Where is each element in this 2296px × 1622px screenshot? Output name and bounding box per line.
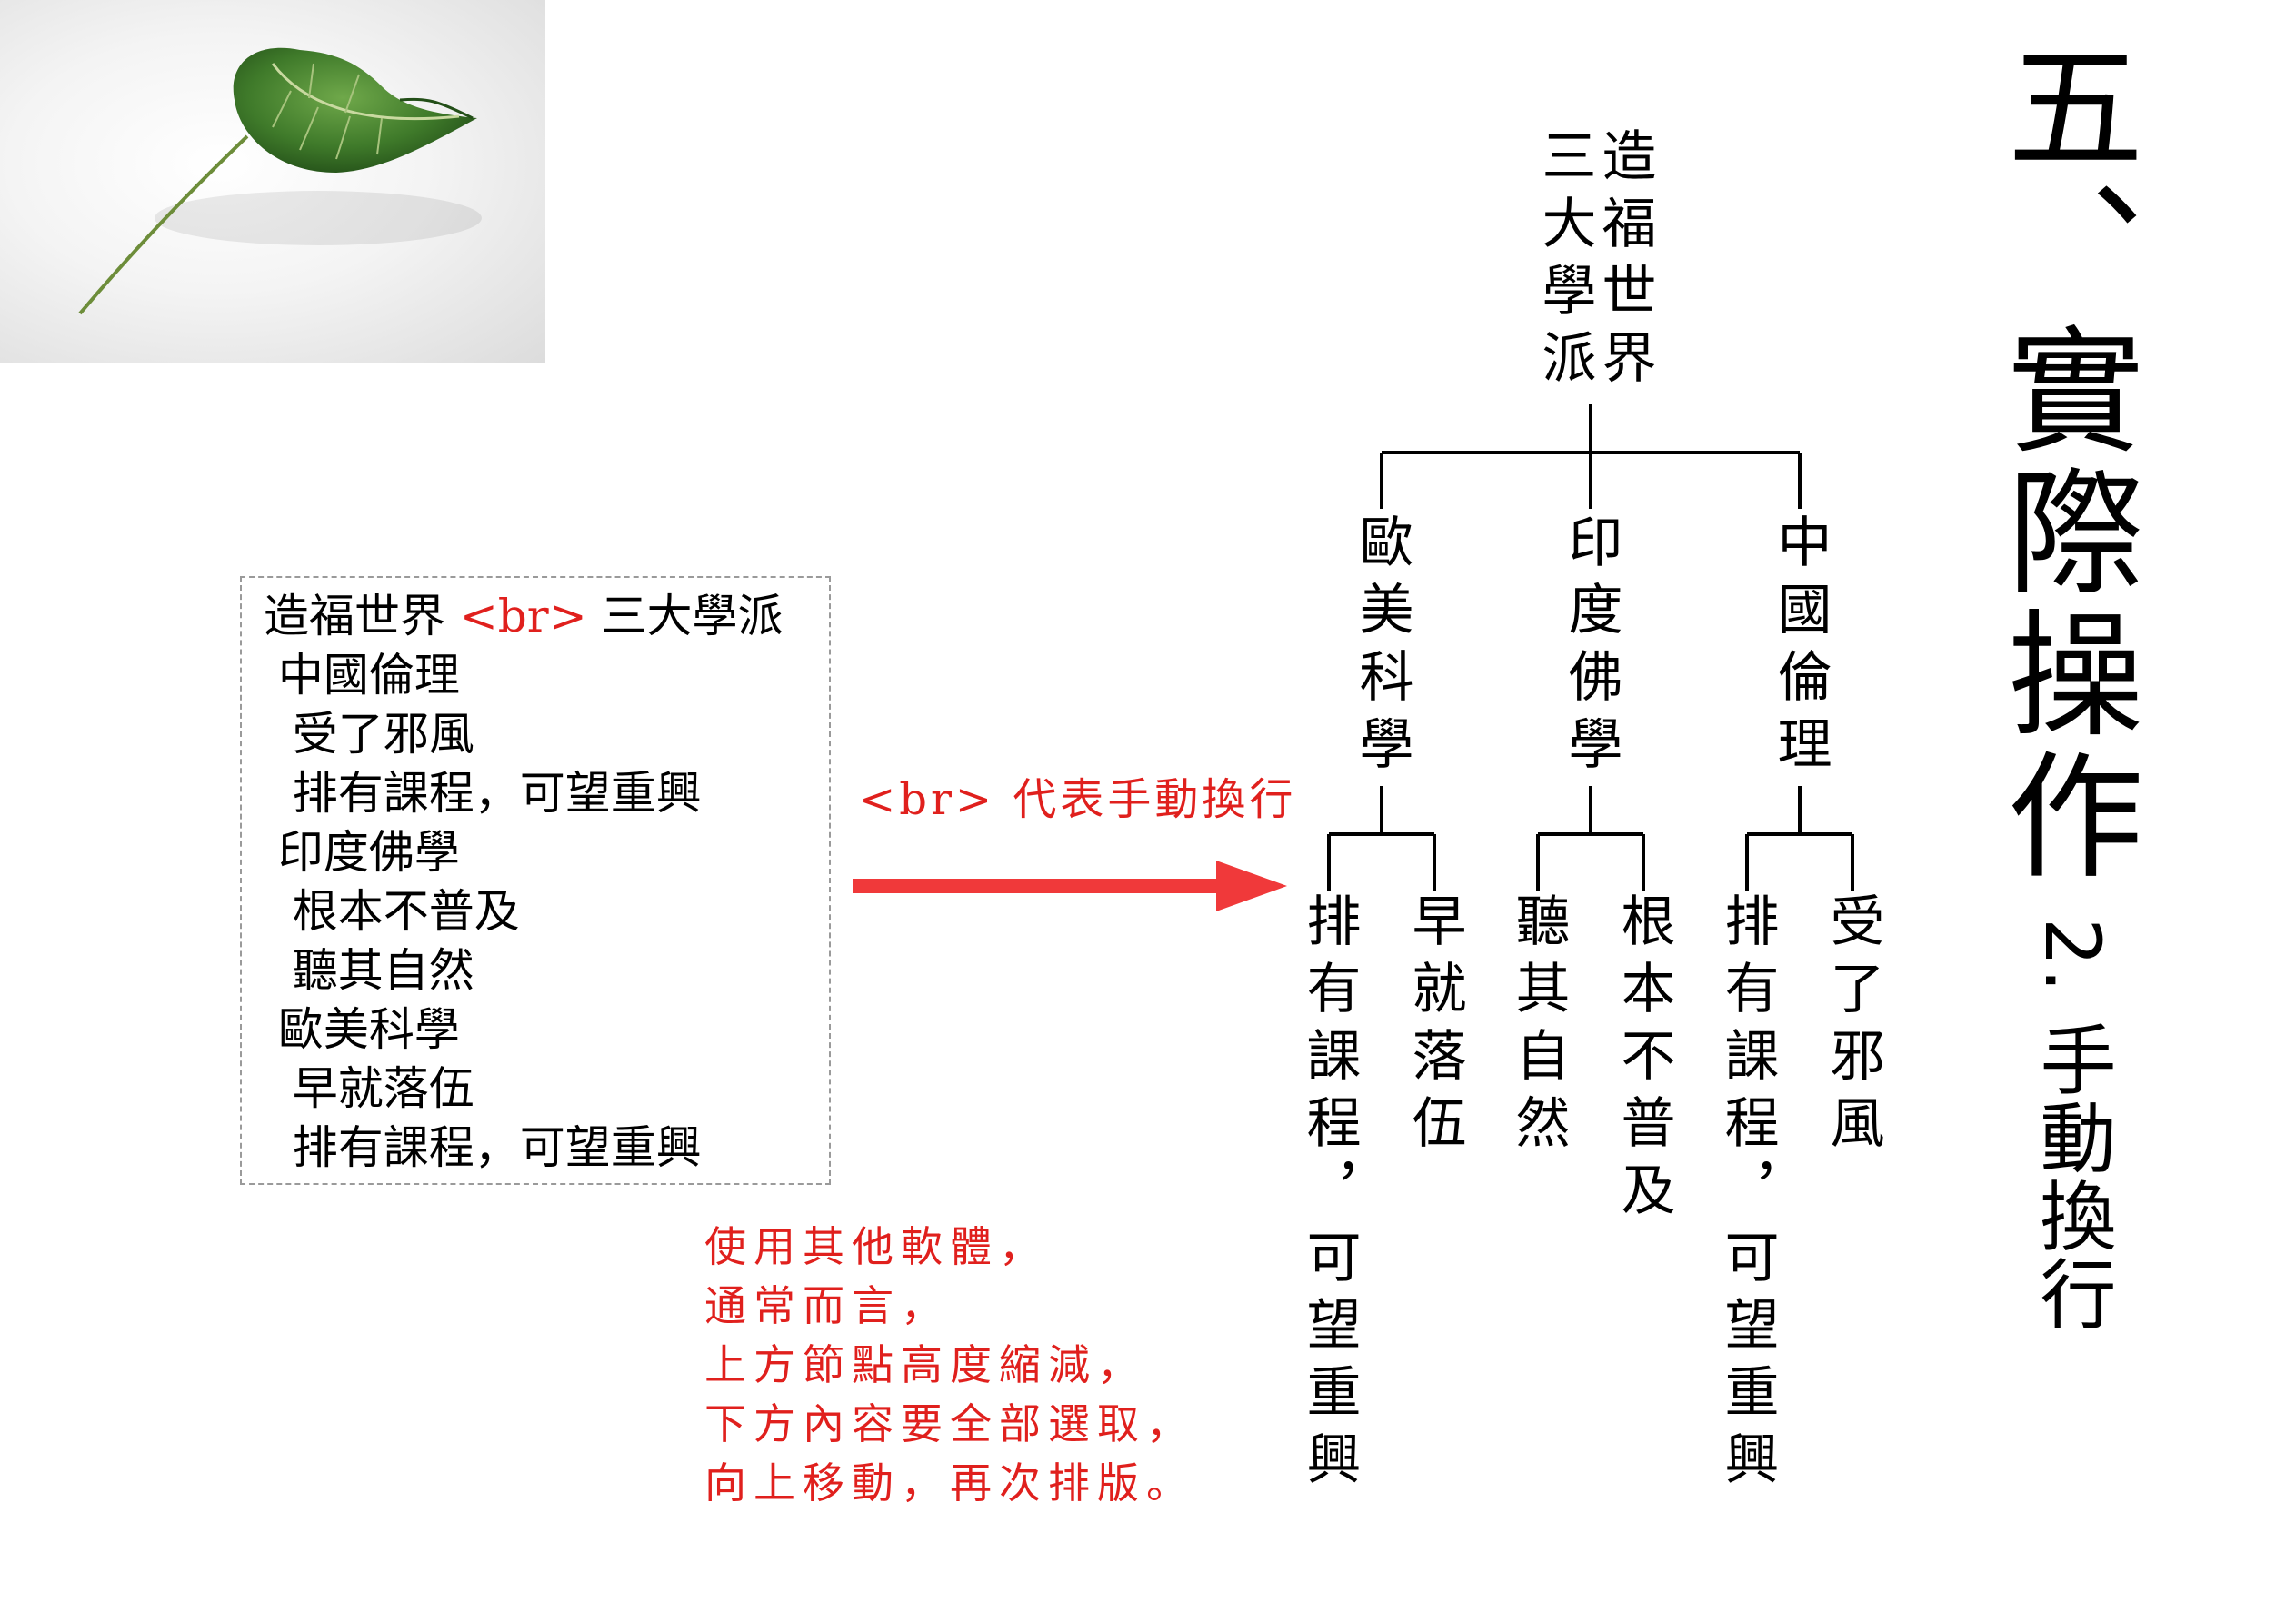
outline-line: 排有課程，可望重興 <box>292 1121 702 1174</box>
leaf-node: 排有課程，可望重興 <box>1715 892 1779 1498</box>
right-arrow-icon <box>853 861 1287 911</box>
br-tag: <br> <box>459 590 587 642</box>
note-line: 使用其他軟體， <box>704 1222 1048 1271</box>
outline-line: 中國倫理 <box>277 649 460 702</box>
leaf-node: 受了邪風 <box>1821 892 1884 1161</box>
outline-line: 歐美科學 <box>277 1003 460 1056</box>
branch-node-western-science: 歐美科學 <box>1350 513 1413 782</box>
tree-diagram: 造福世界三大學派 歐美科學 印度佛學 中國倫理 早就落伍 排有課程，可望重興 根… <box>1273 109 1927 1527</box>
leaf-node: 根本不普及 <box>1612 892 1675 1229</box>
leaf-image <box>0 0 545 363</box>
tree-root-node: 造福世界三大學派 <box>1532 127 1656 396</box>
note-line: 下方內容要全部選取， <box>704 1399 1195 1448</box>
software-note: 使用其他軟體， 通常而言， 上方節點高度縮減， 下方內容要全部選取， 向上移動，… <box>704 1218 1213 1513</box>
outline-line: 聽其自然 <box>292 944 474 997</box>
outline-text-box: 造福世界 <br> 三大學派 中國倫理 受了邪風 排有課程，可望重興 印度佛學 … <box>240 576 831 1185</box>
tree-connectors <box>1327 404 1854 891</box>
outline-line: 根本不普及 <box>292 885 520 938</box>
note-line: 通常而言， <box>704 1281 950 1330</box>
page-subtitle: 2. 手動換行 <box>2028 918 2117 1333</box>
outline-line: 排有課程，可望重興 <box>292 767 702 820</box>
outline-line: 早就落伍 <box>292 1062 474 1115</box>
br-note: <br> 代表手動換行 <box>859 774 1297 825</box>
branch-node-indian-buddhism: 印度佛學 <box>1559 513 1622 782</box>
outline-line: 受了邪風 <box>292 708 474 761</box>
note-line: 向上移動，再次排版。 <box>704 1458 1195 1508</box>
leaf-node: 聽其自然 <box>1506 892 1570 1161</box>
outline-line: 造福世界 <br> 三大學派 <box>264 590 784 642</box>
page-title: 五、實際操作 <box>1984 36 2142 887</box>
bodhi-leaf-icon <box>78 47 482 315</box>
note-line: 上方節點高度縮減， <box>704 1340 1146 1389</box>
branch-node-chinese-ethics: 中國倫理 <box>1768 513 1832 782</box>
outline-line: 印度佛學 <box>277 826 460 879</box>
leaf-node: 早就落伍 <box>1403 892 1466 1161</box>
leaf-node: 排有課程，可望重興 <box>1297 892 1361 1498</box>
